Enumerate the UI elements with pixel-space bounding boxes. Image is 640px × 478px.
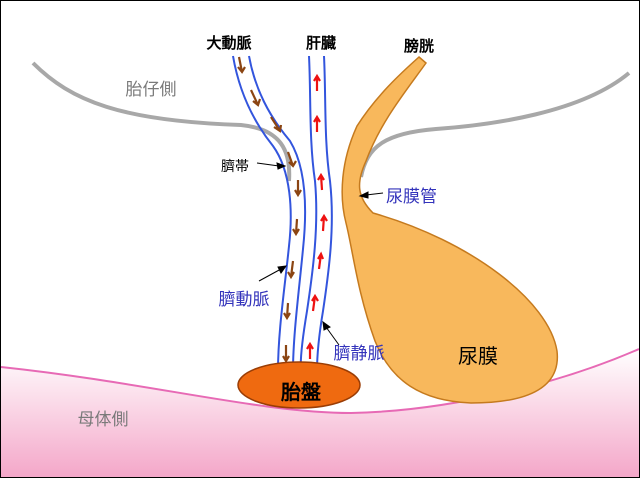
maternal-region: [1, 349, 639, 477]
fetal-membrane-left: [31, 61, 292, 182]
maternal-boundary-line: [1, 348, 639, 415]
artery-arrow: [282, 345, 290, 364]
umbilical-vein-pointer-head: [322, 320, 331, 331]
vein-arrow: [317, 172, 325, 191]
artery-arrow: [237, 56, 246, 74]
umbilical-vein-inner-wall: [316, 55, 333, 372]
pointer-lines: [256, 162, 384, 346]
label-liver: 肝臓: [306, 34, 336, 52]
artery-arrow: [250, 89, 262, 107]
umbilical-cord-pointer-head: [276, 162, 287, 170]
label-umbilical-vein: 臍静脈: [334, 344, 385, 364]
umbilical-artery-pointer: [258, 268, 282, 282]
umbilical-vein-pointer: [325, 326, 340, 346]
umbilical-cord-pointer: [256, 162, 280, 167]
umbilical-vein-outer-wall: [299, 55, 318, 372]
umbilical-artery-pointer-head: [277, 265, 288, 274]
artery-arrow: [292, 218, 300, 237]
label-umbilical-cord: 臍帯: [221, 159, 249, 175]
urachus-pointer-head: [358, 191, 369, 199]
vein-arrow: [313, 114, 321, 132]
label-umbilical-artery: 臍動脈: [219, 290, 270, 310]
fetal-membrane-right: [359, 71, 631, 178]
label-aorta: 大動脈: [206, 34, 251, 52]
vein-arrow: [313, 73, 321, 91]
vein-arrow: [306, 341, 314, 359]
label-allantois: 尿膜: [458, 344, 498, 368]
label-fetal-side: 胎仔側: [126, 80, 177, 100]
vein-arrow: [320, 213, 328, 232]
label-bladder: 膀胱: [404, 37, 434, 55]
artery-arrow: [270, 116, 283, 133]
placenta: [237, 361, 361, 409]
label-maternal-side: 母体側: [78, 410, 129, 430]
label-placenta: 胎盤: [280, 380, 322, 404]
artery-arrow: [287, 260, 295, 280]
artery-flow-arrows: [237, 56, 302, 364]
vein-arrow: [311, 293, 319, 312]
urachus-pointer: [365, 192, 384, 196]
artery-arrow: [294, 180, 302, 198]
label-urachus: 尿膜管: [386, 187, 437, 207]
vein-flow-arrows: [306, 73, 328, 359]
umbilical-artery-inner-wall: [248, 55, 307, 372]
artery-arrow: [286, 151, 297, 168]
umbilical-artery-outer-wall: [232, 55, 292, 372]
vein-arrow: [317, 251, 325, 270]
allantois-sac: [341, 56, 559, 404]
artery-arrow: [283, 302, 291, 321]
